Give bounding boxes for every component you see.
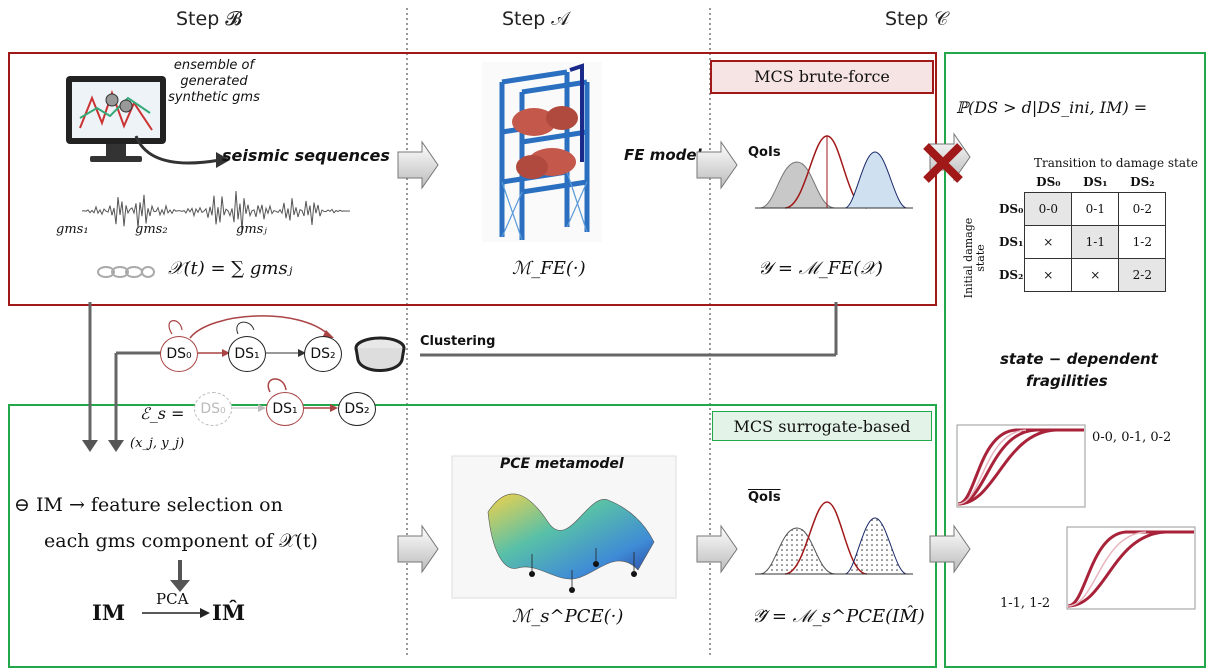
state-node-ds2-lower: DS₂ [338, 392, 376, 426]
gms2-label: gms₂ [135, 222, 168, 237]
step-a-label: Step 𝒜 [502, 8, 570, 30]
arrow-right-icon [397, 524, 439, 574]
state-node-ds1-lower: DS₁ [266, 392, 304, 426]
qois-hat-label: QoIs [748, 490, 781, 505]
pce-metamodel-label: PCE metamodel [500, 456, 624, 472]
im-line-1: ⊖ IM → feature selection on [14, 494, 283, 516]
y-equation: 𝒴 = ℳ_FE(𝒳) [758, 258, 883, 279]
pca-label: PCA [156, 590, 189, 608]
clustering-icon [354, 336, 406, 372]
im-line-2: each gms component of 𝒳(t) [44, 530, 318, 552]
qois-distributions [755, 135, 913, 209]
row-header: DS₀ [999, 202, 1024, 216]
row-header: DS₂ [999, 268, 1024, 282]
mcs-surrogate-tag: MCS surrogate-based [712, 411, 932, 441]
state-node-ds2: DS₂ [304, 336, 342, 372]
pce-surface-plot [451, 455, 677, 599]
brute-force-box [8, 52, 937, 306]
cross-icon [923, 143, 963, 183]
step-c-label: Step 𝒞 [885, 8, 949, 30]
probability-equation: ℙ(DS > d|DS_ini, IM) = [956, 98, 1148, 117]
curved-arrow-icon [134, 135, 230, 168]
state-node-ds0: DS₀ [160, 336, 198, 372]
im-hat-label: IM̂ [212, 600, 246, 625]
seismic-signal [82, 190, 350, 231]
arrow-right-icon [929, 524, 971, 574]
curve-label-2: 1-1, 1-2 [1000, 596, 1051, 611]
matrix-cell: 2-2 [1118, 258, 1167, 292]
step-b-label: Step 𝓑 [176, 8, 243, 30]
fe-model-image [482, 62, 602, 242]
clustering-label: Clustering [420, 334, 496, 349]
arrow-right-icon [696, 524, 738, 574]
row-header: DS₁ [999, 235, 1024, 249]
col-header: DS₂ [1130, 175, 1155, 189]
signal-equation: 𝒳(t) = ∑ gmsⱼ [168, 258, 293, 279]
state-node-ds1: DS₁ [228, 336, 266, 372]
gms1-label: gms₁ [56, 222, 89, 237]
y-hat-equation: 𝒴̂ = ℳ_s^PCE(IM̂) [752, 606, 925, 627]
ensemble-label: ensemble of generated synthetic gms [168, 58, 260, 105]
fragility-curves-2 [1066, 526, 1196, 610]
matrix-cell: × [1071, 258, 1120, 292]
arrow-right-icon [696, 140, 738, 190]
down-arrow-icon [170, 560, 190, 592]
xy-label: (x_j, y_j) [130, 436, 185, 451]
curve-label-1: 0-0, 0-1, 0-2 [1092, 430, 1172, 445]
im-label: IM [92, 600, 126, 625]
col-header: DS₀ [1036, 175, 1061, 189]
transition-title: Transition to damage state [1034, 156, 1198, 170]
pce-equation: ℳ_s^PCE(·) [512, 606, 624, 627]
gmsj-label: gmsⱼ [236, 222, 267, 237]
fragility-title-1: state − dependent [1000, 350, 1158, 368]
es-equation: ℰ_s = [140, 404, 185, 423]
matrix-cell: 1-2 [1118, 225, 1167, 259]
col-header: DS₁ [1083, 175, 1108, 189]
fe-model-label: FE model [624, 146, 702, 164]
mcs-brute-force-tag: MCS brute-force [710, 60, 934, 94]
matrix-cell: 0-1 [1071, 192, 1120, 226]
seismic-sequences-label: seismic sequences [222, 146, 390, 165]
state-node-ds0-faded: DS₀ [194, 392, 232, 426]
chain-icon [97, 266, 155, 278]
transition-matrix: DS₀ DS₁ DS₂ DS₀ 0-0 0-1 0-2 DS₁ × 1-1 1-… [998, 172, 1167, 292]
pca-arrow-icon [142, 608, 210, 618]
matrix-cell: 0-0 [1024, 192, 1073, 226]
fragility-title-2: fragilities [1026, 372, 1108, 390]
qois-label: QoIs [748, 145, 781, 160]
fragility-curves-1 [956, 424, 1086, 508]
fe-equation: ℳ_FE(·) [512, 258, 586, 279]
arrow-right-icon [397, 140, 439, 190]
matrix-cell: 0-2 [1118, 192, 1167, 226]
qois-hat-distributions [755, 501, 913, 575]
monitor-icon [66, 76, 166, 162]
